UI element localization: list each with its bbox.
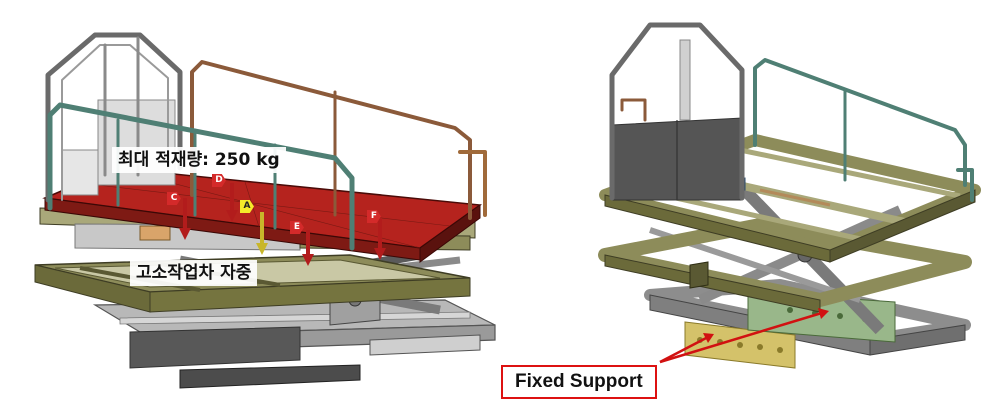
load-point-tag: F [367,210,381,223]
right-guard-rails [609,22,974,202]
load-point-tag: E [290,221,304,234]
load-arrow-f [374,218,386,260]
fixed-support-callout-arrows [659,308,829,364]
load-point-tag: C [167,192,181,205]
load-arrow-c [179,198,191,240]
left-assembly [34,32,496,389]
self-weight-label: 고소작업차 자중 [130,260,258,286]
right-back-wall [611,39,743,201]
load-arrow-d [226,183,238,222]
fixed-support-label: Fixed Support [501,365,657,399]
left-base-frame [92,299,496,389]
load-arrow-a [256,212,268,255]
max-load-label: 최대 적재량: 250 kg [112,147,286,173]
load-point-tag: D [212,174,226,187]
right-assembly [598,22,981,369]
right-upper-frame [599,134,981,263]
load-arrow-e [302,230,314,266]
left-load-arrows [179,183,386,266]
load-point-tag: A [240,200,254,213]
